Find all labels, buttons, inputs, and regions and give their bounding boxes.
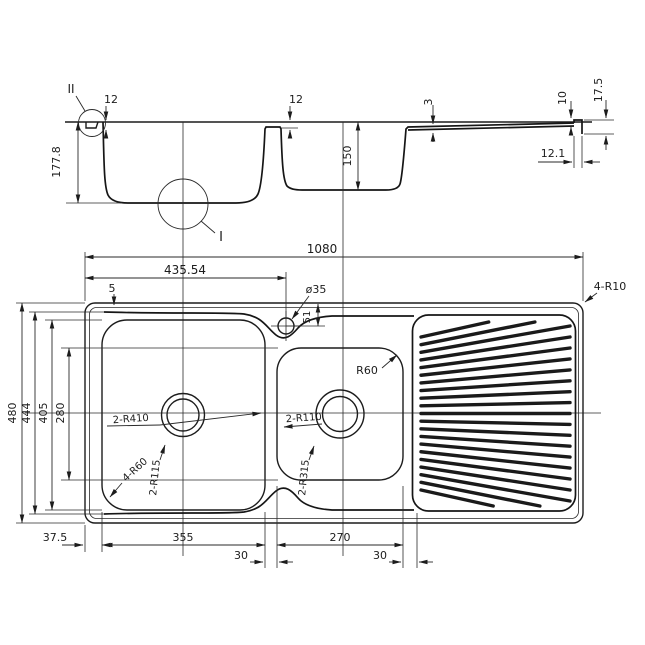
drainboard-groove — [419, 320, 491, 339]
section-profile — [102, 121, 575, 204]
deck-contour-top — [103, 311, 414, 339]
drainboard-groove — [419, 324, 572, 354]
drainboard-groove — [419, 450, 572, 470]
drainboard-groove — [419, 488, 495, 508]
drainboard-groove — [419, 473, 572, 503]
bowl1-drain-inner — [166, 398, 200, 432]
dim-hole-offset: 435.54 — [164, 263, 206, 277]
dim-hole-from-edge: 51 — [302, 311, 313, 324]
dim-edge-height: 17.5 — [592, 78, 605, 103]
section-right-lip — [573, 119, 583, 134]
drainboard-groove — [419, 427, 572, 437]
leader-line — [106, 424, 161, 427]
drainboard-groove — [419, 457, 572, 481]
bowl2-drain-inner — [321, 395, 359, 433]
dim-rim-fold-left: 12 — [104, 93, 118, 106]
drainboard-groove — [419, 434, 572, 448]
dim-inner-width: 444 — [20, 403, 33, 424]
drainboard-groove — [419, 379, 572, 393]
deck-contour-bottom — [103, 487, 414, 515]
sink-rim-line — [89, 307, 579, 519]
dim-bowl2-length: 280 — [54, 403, 67, 424]
leader-line — [109, 482, 123, 498]
dim-bowl2-width: 270 — [330, 531, 351, 544]
sink-outline — [84, 302, 584, 524]
leader-line — [308, 445, 315, 461]
drainboard-groove — [419, 400, 572, 408]
section-left-edge-fold — [85, 121, 99, 129]
label-bowl2-corner-radius: R60 — [356, 364, 378, 377]
drainboard-groove — [419, 335, 572, 362]
leader-line — [291, 295, 310, 320]
drainboard-ribs — [419, 320, 572, 508]
detail-II-leader — [75, 95, 86, 112]
dim-corner-radius: 4-R10 — [594, 280, 627, 293]
dim-hole-diameter: ø35 — [306, 283, 327, 296]
bowl1-outline — [101, 319, 266, 511]
dim-left-margin: 37.5 — [43, 531, 68, 544]
drainboard-groove — [419, 357, 572, 377]
dim-bowl1-width: 355 — [173, 531, 194, 544]
dim-overall-length: 1080 — [307, 242, 338, 256]
drainboard-outline — [411, 314, 577, 512]
dim-rim-edge: 5 — [109, 282, 116, 295]
dim-gap1: 30 — [234, 549, 248, 562]
detail-circle-II — [78, 109, 106, 137]
label-bowl2-side-radius: 2-R110 — [285, 412, 322, 425]
section-board-underside — [407, 125, 575, 131]
section-view: II I 12 177.8 12 150 3 10 17.5 — [50, 78, 614, 245]
leader-line — [159, 444, 166, 461]
detail-I-label: I — [219, 230, 223, 245]
dim-overall-width: 480 — [6, 403, 19, 424]
dim-bowl1-length: 405 — [37, 403, 50, 424]
label-bowl1-end-radius: 2-R115 — [148, 459, 163, 496]
detail-II-label: II — [67, 82, 74, 96]
dim-edge-width: 12.1 — [541, 147, 566, 160]
dim-board-thickness: 3 — [422, 99, 435, 106]
bowl2-drain-outer — [315, 389, 365, 439]
leader-line — [283, 423, 323, 429]
dim-depth-right: 150 — [341, 146, 354, 167]
detail-I-leader — [200, 220, 216, 234]
dim-depth-left: 177.8 — [50, 146, 63, 178]
drainboard-groove — [419, 346, 572, 370]
drainboard-groove — [419, 465, 572, 492]
drainboard-groove — [419, 368, 572, 385]
drainboard-groove — [419, 320, 537, 347]
dim-gap2: 30 — [373, 549, 387, 562]
leader-line — [584, 292, 598, 303]
drainboard-groove — [419, 390, 572, 400]
drainboard-groove — [419, 480, 542, 508]
label-bowl2-end-radius: 2-R315 — [297, 459, 312, 496]
plan-view: 1080 435.54 5 ø35 51 4-R10 480 444 405 — [6, 122, 626, 568]
bowl2-outline — [276, 347, 404, 481]
dim-lip-height: 10 — [556, 91, 569, 105]
dim-divider: 12 — [289, 93, 303, 106]
drainboard-groove — [419, 419, 572, 427]
leader-line — [159, 411, 262, 426]
drainboard-groove — [419, 442, 572, 459]
bowl1-drain-outer — [160, 392, 206, 438]
leader-line — [381, 354, 398, 369]
label-bowl1-side-radius: 2-R410 — [112, 413, 149, 426]
